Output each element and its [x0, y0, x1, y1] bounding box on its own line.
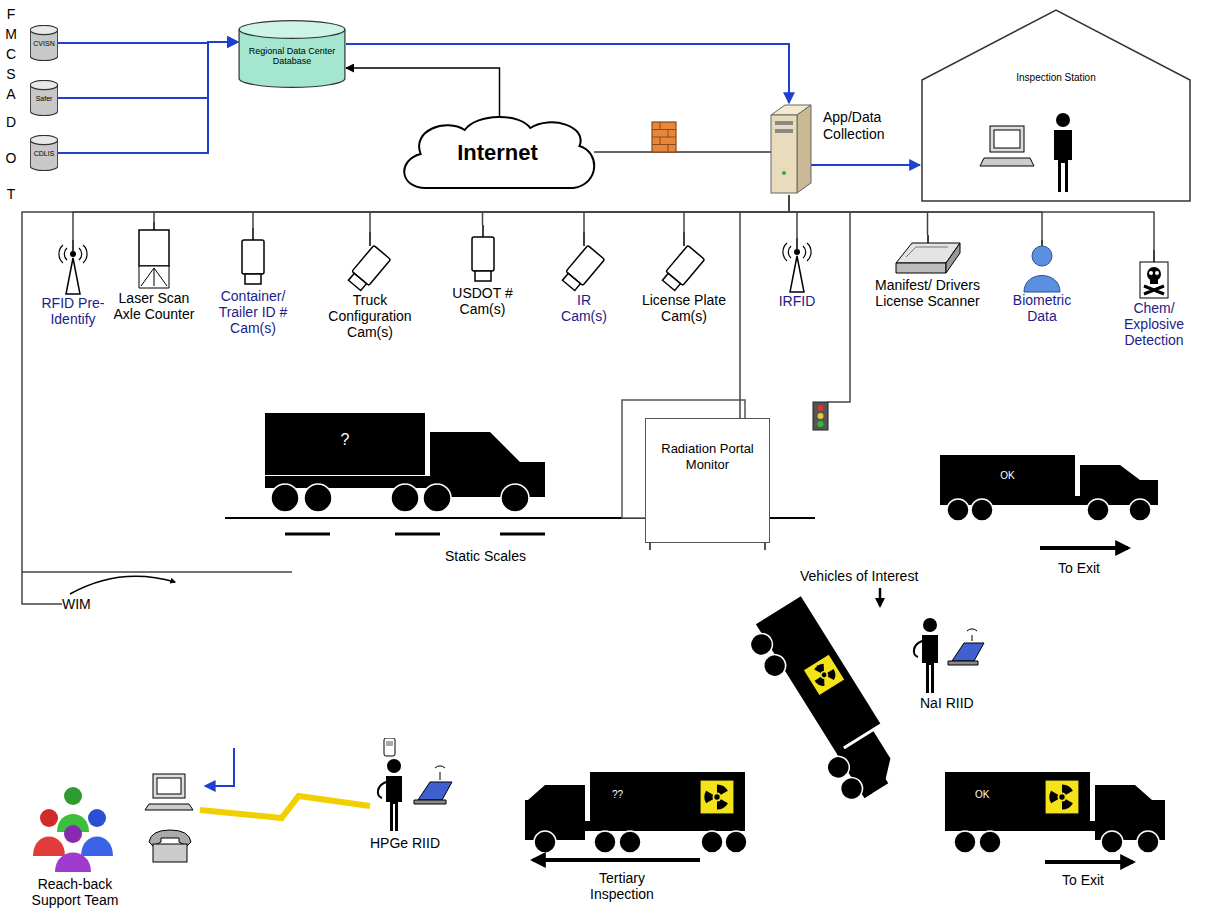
connector: [684, 195, 789, 232]
connector: [584, 195, 789, 232]
node-text: Safer: [30, 80, 58, 103]
sensor: Chem/ Explosive Detection: [1113, 250, 1195, 348]
connector: [58, 42, 238, 98]
building: Inspection Station: [920, 8, 1192, 203]
node-text: USDOT # Cam(s): [440, 285, 525, 317]
icon: [136, 222, 172, 290]
team: Reach-back Support Team: [25, 768, 200, 908]
sensor: Laser Scan Axle Counter: [108, 222, 200, 322]
icon: [765, 103, 813, 195]
camera: USDOT # Cam(s): [440, 225, 525, 317]
scale-label: WIM: [62, 596, 112, 612]
truck-trailer: OK: [945, 772, 1090, 822]
connector: [789, 195, 797, 238]
icon: [25, 768, 200, 876]
sensor: IRFID: [772, 238, 822, 309]
icon: [370, 738, 460, 833]
node-text: Regional Data Center Database: [238, 20, 346, 66]
node-text: IR Cam(s): [553, 292, 615, 324]
node-text: IRFID: [772, 293, 822, 309]
node-text: Inspection Station: [920, 72, 1192, 83]
node-text: Manifest/ Drivers License Scanner: [870, 277, 985, 309]
database: Regional Data Center Database: [238, 20, 346, 88]
node-text: HPGe RIID: [370, 833, 462, 851]
inspector: HPGe RIID: [370, 738, 462, 851]
database: CVISN: [30, 25, 58, 61]
node-text: WIM: [62, 596, 112, 612]
icon: [892, 235, 964, 277]
connector: [58, 42, 238, 153]
wireless-link: [200, 796, 370, 818]
connector: [789, 195, 1154, 250]
node-text: Container/ Trailer ID # Cam(s): [212, 288, 294, 336]
connector: [346, 68, 500, 117]
truck-trailer: ??: [590, 772, 745, 822]
connector: [483, 195, 790, 225]
connector: [811, 164, 920, 166]
scanner: Manifest/ Drivers License Scanner: [870, 235, 985, 309]
camera: License Plate Cam(s): [630, 232, 738, 324]
truck-trailer: ?: [265, 413, 425, 475]
label: To Exit: [1062, 872, 1104, 888]
cloud: Internet: [395, 112, 600, 192]
label: DOT: [4, 104, 18, 212]
node-text: CVISN: [30, 25, 58, 48]
icon: [466, 225, 500, 285]
icon: [782, 238, 812, 293]
node-text: Reach-back Support Team: [25, 876, 125, 908]
node-text: ?: [265, 413, 425, 449]
sensor: RFID Pre-Identify: [38, 240, 108, 327]
camera: Container/ Trailer ID # Cam(s): [212, 228, 294, 336]
inspector: NaI RIID: [912, 615, 992, 711]
node-text: Internet: [395, 112, 600, 166]
node-text: Biometric Data: [1003, 292, 1081, 324]
connector: [346, 44, 789, 103]
node-text: RFID Pre-Identify: [38, 295, 108, 327]
connector: [22, 195, 789, 604]
icon: [699, 779, 735, 815]
icon: [1044, 779, 1080, 815]
node-text: License Plate Cam(s): [630, 292, 738, 324]
sensor: Biometric Data: [1003, 240, 1081, 324]
icon: [236, 228, 270, 288]
database: Safer: [30, 80, 58, 116]
icon: [1022, 240, 1062, 292]
node-text: OK: [940, 455, 1075, 481]
node-text: Chem/ Explosive Detection: [1113, 300, 1195, 348]
icon: [920, 8, 1192, 203]
label: Tertiary Inspection: [572, 870, 672, 902]
node-text: Truck Configuration Cam(s): [320, 292, 420, 340]
connector: [594, 151, 771, 153]
label: Vehicles of Interest: [800, 568, 918, 584]
node-text: CDLIS: [30, 135, 58, 158]
icon: [345, 232, 395, 292]
icon: [1138, 250, 1170, 300]
firewall: [648, 118, 680, 156]
icon: [659, 232, 709, 292]
label: To Exit: [1058, 560, 1100, 576]
node-text: Radiation Portal Monitor: [646, 419, 769, 473]
connector: [789, 195, 928, 235]
connector: [370, 195, 789, 232]
portal-monitor: Radiation Portal Monitor: [645, 418, 770, 543]
connector: [154, 195, 789, 222]
node-text: NaI RIID: [912, 695, 992, 711]
camera: Truck Configuration Cam(s): [320, 232, 420, 340]
server: App/Data Collection: [765, 103, 813, 195]
icon: [559, 232, 609, 292]
node-text: Laser Scan Axle Counter: [108, 290, 200, 322]
database: CDLIS: [30, 135, 58, 171]
node-text: OK: [975, 789, 989, 800]
node-text: App/Data Collection: [823, 109, 923, 143]
connector: [73, 195, 789, 240]
label: Static Scales: [445, 548, 526, 564]
node-text: ??: [612, 789, 623, 800]
label: FMCSA: [4, 4, 18, 104]
icon: [912, 615, 987, 695]
truck-trailer: OK: [940, 455, 1075, 497]
camera: IR Cam(s): [553, 232, 615, 324]
icon: [58, 240, 88, 295]
